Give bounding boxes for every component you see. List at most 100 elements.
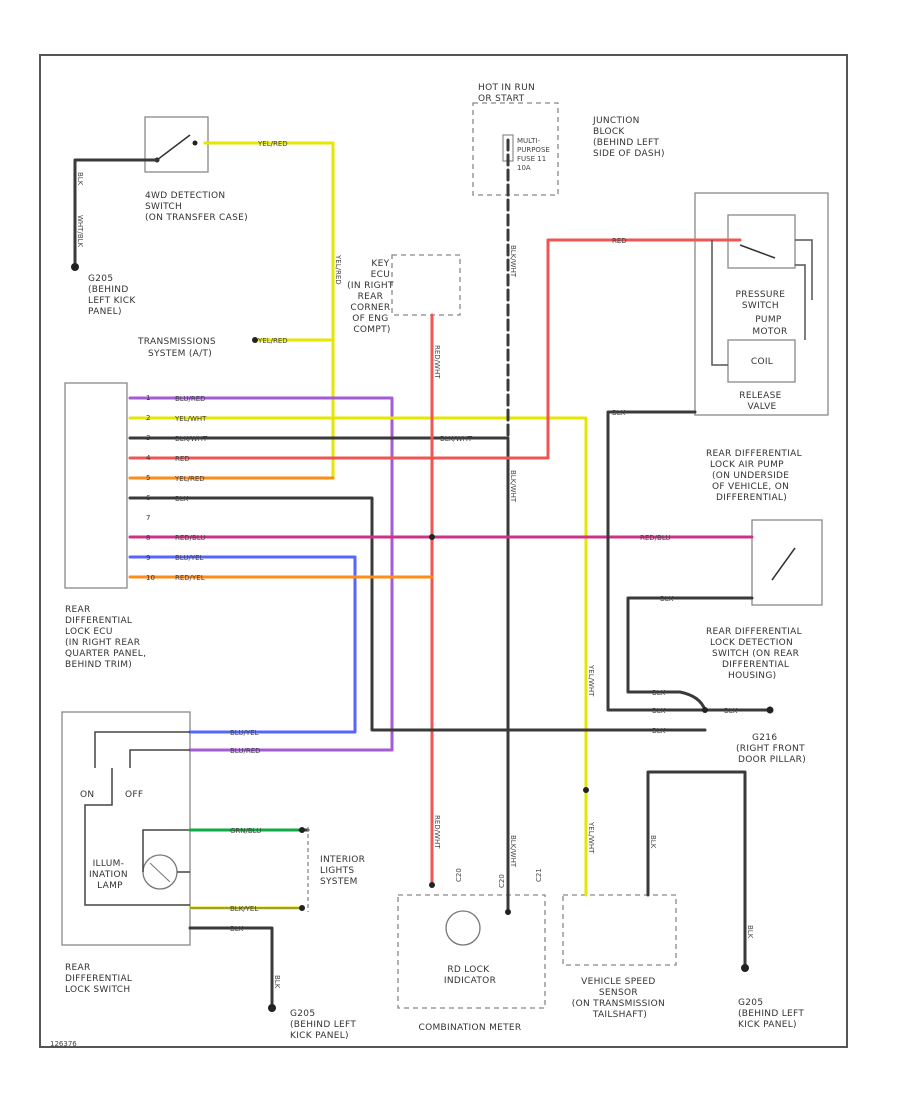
connector-id: C21 (535, 868, 543, 882)
g205-bottom-label: G205 (BEHIND LEFT KICK PANEL) (290, 1009, 359, 1041)
splice-release (702, 707, 708, 713)
wire-label: YEL/RED (257, 337, 288, 345)
ecu-pin: 3 (146, 434, 150, 442)
air-pump-switch (751, 519, 823, 606)
wire-label: RED/YEL (175, 574, 205, 582)
ecu-pin: 7 (146, 514, 150, 522)
rd-lock-indicator-label: RD LOCK INDICATOR (444, 965, 496, 986)
wire-label: BLK (660, 595, 674, 603)
ecu-pin: 5 (146, 474, 150, 482)
wire-label: RED (612, 237, 627, 245)
wire-label: WHT/BLK (76, 215, 84, 248)
wire-blu-yel (128, 555, 357, 734)
wire-label: BLK (230, 925, 244, 933)
connector-id: C20 (455, 868, 463, 882)
combination-meter-label: COMBINATION METER (419, 1023, 522, 1033)
four-wd-detection-switch (144, 116, 209, 173)
wire-label: BLK (652, 707, 666, 715)
g216-label: G216 (RIGHT FRONT DOOR PILLAR) (736, 733, 808, 765)
vehicle-speed-sensor-box (562, 894, 677, 966)
wire-label: BLK/WHT (175, 435, 208, 443)
wire-blk-speed-sensor (646, 770, 747, 970)
junction-block-box (472, 102, 559, 196)
wire-labels: YEL/RED YEL/RED BLU/RED YEL/WHT BLK/WHT … (174, 140, 738, 933)
speed-sensor-label: VEHICLE SPEED SENSOR (ON TRANSMISSION TA… (572, 977, 668, 1020)
wire-label: RED (175, 455, 190, 463)
wire-label: BLK (273, 975, 281, 989)
wire-red (128, 238, 742, 460)
wire-label: YEL/RED (174, 475, 205, 483)
ecu-pin: 1 (146, 394, 150, 402)
connector-id: C20 (498, 874, 506, 888)
junction-block-label: JUNCTION BLOCK (BEHIND LEFT SIDE OF DASH… (592, 116, 665, 159)
vertical-wire-labels: YEL/RED BLK/WHT BLK/WHT RED/WHT RED/WHT … (76, 172, 754, 989)
release-valve-label: RELEASE VALVE (739, 391, 784, 412)
diagram-frame (39, 54, 848, 1048)
wire-label: BLK/WHT (509, 470, 517, 503)
wire-blk-release (606, 410, 707, 712)
wire-blk-switch-ground (188, 926, 274, 1010)
rear-diff-ecu-label: REAR DIFFERENTIAL LOCK ECU (IN RIGHT REA… (65, 605, 149, 670)
ecu-pin: 6 (146, 494, 151, 502)
wire-blk-4wd-ground (73, 158, 159, 269)
interior-bottom-terminal (299, 905, 305, 911)
ecu-pin: 4 (146, 454, 151, 462)
wire-label: RED/WHT (433, 815, 441, 849)
fuse-label: MULTI- PURPOSE FUSE 11 10A (517, 137, 552, 172)
wire-label: BLK (649, 835, 657, 849)
illumination-lamp-label: ILLUM- INATION LAMP (89, 859, 131, 891)
air-pump-label: REAR DIFFERENTIAL LOCK AIR PUMP (ON UNDE… (706, 449, 805, 503)
wire-label: YEL/WHT (174, 415, 207, 423)
wire-label: BLK (746, 925, 754, 939)
wire-label: BLU/RED (230, 747, 261, 755)
wire-label: BLK (612, 409, 626, 417)
wire-label: YEL/WHT (587, 664, 595, 697)
interior-top-terminal (299, 827, 305, 833)
wire-label: YEL/WHT (587, 821, 595, 854)
speed-sensor-splice (583, 787, 589, 793)
wire-pressure-internal (711, 239, 813, 366)
wire-label: BLK (175, 495, 189, 503)
wire-label: GRN/BLU (230, 827, 261, 835)
key-ecu-box (391, 254, 461, 316)
g205-bottom-ground (268, 1004, 276, 1012)
coil-label: COIL (751, 357, 773, 367)
key-ecu-label: KEY ECU (IN RIGHT REAR CORNER OF ENG COM… (347, 259, 397, 335)
wire-label: RED/WHT (433, 345, 441, 379)
wire-label: YEL/RED (334, 254, 342, 285)
wire-label: BLK/WHT (509, 835, 517, 868)
wire-label: BLU/RED (175, 395, 206, 403)
meter-left-terminal (429, 882, 435, 888)
wire-label: RED/BLU (640, 534, 671, 542)
ecu-pin-numbers: 1 2 3 4 5 6 7 8 9 10 (146, 394, 155, 582)
ecu-pin: 8 (146, 534, 150, 542)
transmission-label: TRANSMISSIONS SYSTEM (A/T) (137, 337, 219, 359)
wire-label: BLK (652, 689, 666, 697)
g205-right-label: G205 (BEHIND LEFT KICK PANEL) (738, 998, 807, 1030)
g216-ground (766, 706, 774, 714)
trans-connector (252, 337, 258, 343)
switch-off-label: OFF (125, 790, 143, 800)
rear-diff-switch-label: REAR DIFFERENTIAL LOCK SWITCH (65, 963, 135, 995)
interior-lights-label: INTERIOR LIGHTS SYSTEM (320, 855, 368, 887)
wire-label: BLK/WHT (440, 435, 473, 443)
g205-top-label: G205 (BEHIND LEFT KICK PANEL) (88, 274, 139, 317)
wire-switch-internal (84, 731, 190, 906)
rd-lock-indicator-icon (445, 910, 481, 946)
switch-on-label: ON (80, 790, 94, 800)
rear-diff-lock-switch (61, 711, 191, 946)
ecu-pin: 10 (146, 574, 155, 582)
splice-red-blu (429, 534, 435, 540)
wire-blk-pin7 (128, 496, 707, 732)
wire-blu-red (128, 396, 394, 752)
wire-label: RED/BLU (175, 534, 206, 542)
wire-blk-detect (626, 596, 754, 712)
pressure-switch-label: PRESSURE SWITCH PUMP MOTOR (736, 290, 789, 337)
ecu-pin: 2 (146, 414, 150, 422)
ecu-pin: 9 (146, 554, 150, 562)
wire-label: BLK (724, 707, 738, 715)
wire-label: BLK (652, 727, 666, 735)
wire-label: BLK/WHT (509, 245, 517, 278)
g205-right-ground (741, 964, 749, 972)
